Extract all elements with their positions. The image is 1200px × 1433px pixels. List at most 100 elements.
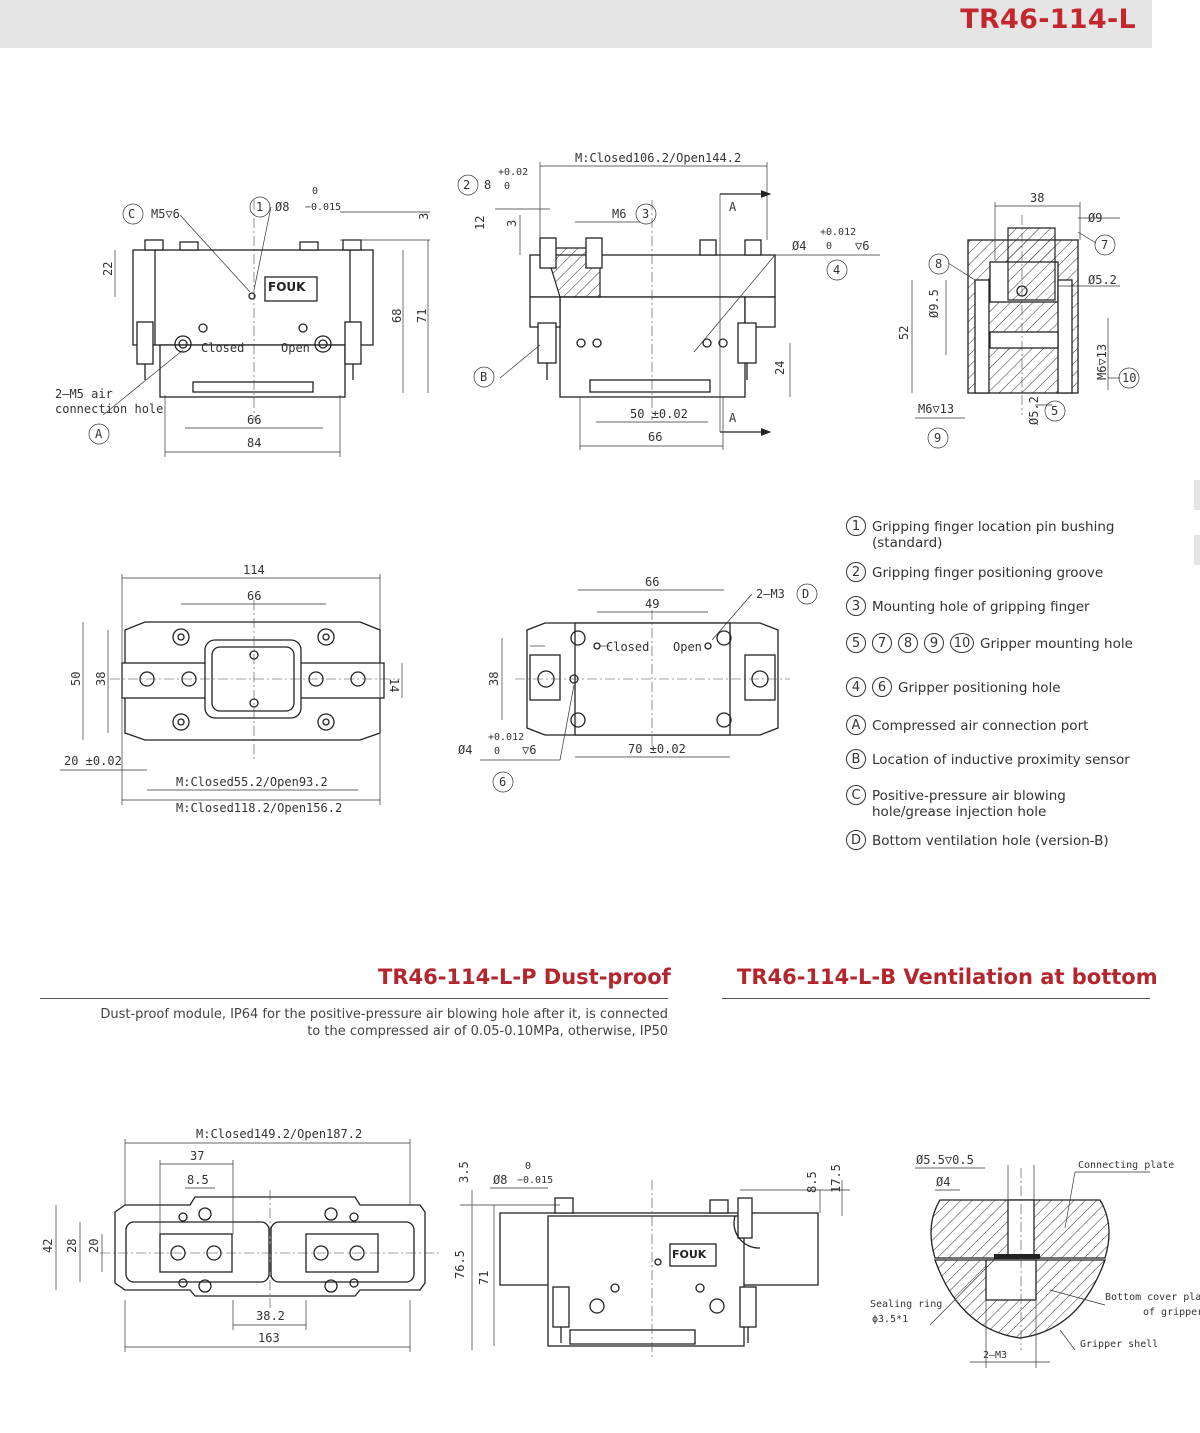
legend-item-a: A Compressed air connection port <box>846 715 1088 735</box>
label-1: 1 <box>256 200 263 214</box>
front-view: FOUK C M5▽6 1 Ø8 0 −0.015 3 22 68 71 66 … <box>55 186 431 457</box>
logo-text-p: FOUK <box>672 1248 707 1261</box>
dim-m6b: M6▽13 <box>918 402 954 416</box>
side-view: M:Closed106.2/Open144.2 2 8 +0.02 0 12 3… <box>457 151 880 450</box>
legend-text: Gripper positioning hole <box>898 680 1061 696</box>
label-shell: Gripper shell <box>1080 1339 1158 1350</box>
dim-2m3: 2—M3 <box>756 587 785 601</box>
legend-mark: 3 <box>846 596 866 616</box>
dim-3: 3 <box>417 213 431 220</box>
dim-38b: 38 <box>487 672 501 686</box>
dim-pin-p-dn: −0.015 <box>517 1175 553 1186</box>
dim-71: 71 <box>415 309 429 323</box>
dim-382: 38.2 <box>256 1309 285 1323</box>
label-c: C <box>128 207 135 221</box>
top-view: 114 66 50 38 14 20 ±0.02 M:Closed55.2/Op… <box>60 563 403 815</box>
dim-d4: Ø4 <box>936 1175 950 1189</box>
legend-mark: 2 <box>846 562 866 582</box>
dim-28: 28 <box>65 1239 79 1253</box>
ventilation-section: Ø5.5▽0.5 Ø4 Connecting plate Sealing rin… <box>870 1153 1200 1368</box>
dim-groove-up: +0.02 <box>498 167 528 178</box>
side-tab <box>1194 535 1200 565</box>
dim-84: 84 <box>247 436 261 450</box>
dim-d95: Ø9.5 <box>927 289 941 318</box>
legend-item-d: D Bottom ventilation hole (version-B) <box>846 830 1109 850</box>
legend-mark: 8 <box>898 633 918 653</box>
legend-mark: D <box>846 830 866 850</box>
dim-49: 49 <box>645 597 659 611</box>
legend-mark: 6 <box>872 677 892 697</box>
side-tab <box>1194 480 1200 510</box>
label-sealing-2: ϕ3.5*1 <box>872 1314 908 1325</box>
label-closed-b: Closed <box>606 640 649 654</box>
legend-item-2: 2 Gripping finger positioning groove <box>846 562 1103 582</box>
label-a-bot: A <box>729 411 737 425</box>
dim-groove: 8 <box>484 178 491 192</box>
legend-mark: 7 <box>872 633 892 653</box>
dim-71f: 71 <box>477 1271 491 1285</box>
label-cover-1: Bottom cover plate <box>1105 1292 1200 1303</box>
dim-66bt: 66 <box>645 575 659 589</box>
dim-14t: 14 <box>387 678 401 692</box>
label-open-b: Open <box>673 640 702 654</box>
legend-text: Location of inductive proximity sensor <box>872 752 1130 768</box>
label-cover-2: of gripper <box>1143 1307 1200 1318</box>
dim-pin: Ø8 <box>275 200 289 214</box>
dim-66b: 66 <box>648 430 662 444</box>
legend-item-3: 3 Mounting hole of gripping finger <box>846 596 1090 616</box>
dim-50: 50 ±0.02 <box>630 407 688 421</box>
dim-d52h: Ø5.2 <box>1088 273 1117 287</box>
label-4: 4 <box>833 263 840 277</box>
dim-ph4-depth: ▽6 <box>855 239 869 253</box>
label-air-2: connection hole <box>55 402 163 416</box>
dim-pin-up: 0 <box>312 186 318 197</box>
dim-ph4b: Ø4 <box>458 743 472 757</box>
dim-d52b: Ø5.2 <box>1027 396 1041 425</box>
dim-groove-dn: 0 <box>504 181 510 192</box>
legend-text: Gripper mounting hole <box>980 636 1133 652</box>
label-7: 7 <box>1101 238 1108 252</box>
bottom-view: 66 49 2—M3 D Closed Open 38 Ø4 +0.012 0 … <box>458 575 818 793</box>
legend-mark: B <box>846 749 866 769</box>
dim-side-top: M:Closed106.2/Open144.2 <box>575 151 741 165</box>
dim-d9: Ø9 <box>1088 211 1102 225</box>
label-connecting-plate: Connecting plate <box>1078 1160 1174 1171</box>
header-bar <box>0 0 1152 48</box>
legend-mark: 1 <box>846 516 866 536</box>
dim-ph4b-depth: ▽6 <box>522 743 536 757</box>
dim-175: 17.5 <box>829 1164 843 1193</box>
dim-20t: 20 ±0.02 <box>64 754 122 768</box>
section-view: 38 Ø9 7 8 Ø5.2 Ø9.5 52 M6▽13 10 M6▽13 5 … <box>897 191 1140 449</box>
logo-text: FOUK <box>268 280 306 294</box>
legend-mark: 4 <box>846 677 866 697</box>
section-divider <box>40 998 668 999</box>
label-d: D <box>802 587 809 601</box>
dim-37: 37 <box>190 1149 204 1163</box>
dim-38s: 38 <box>1030 191 1044 205</box>
legend-text: Bottom ventilation hole (version-B) <box>872 833 1109 849</box>
legend-mark: 5 <box>846 633 866 653</box>
legend-text: Positive-pressure air blowing hole/greas… <box>872 788 1066 820</box>
dim-163: 163 <box>258 1331 280 1345</box>
dim-ph4b-up: +0.012 <box>488 732 524 743</box>
dim-m2: M:Closed118.2/Open156.2 <box>176 801 342 815</box>
legend-item-1: 1 Gripping finger location pin bushing (… <box>846 516 1122 551</box>
legend-text: Mounting hole of gripping finger <box>872 599 1090 615</box>
label-5: 5 <box>1051 404 1058 418</box>
dim-ph4-dn: 0 <box>826 241 832 252</box>
label-closed: Closed <box>201 341 244 355</box>
dim-m6-13: M6▽13 <box>1095 344 1109 380</box>
legend-item-mounting: 5 7 8 9 10 Gripper mounting hole <box>846 633 1133 653</box>
dim-50t: 50 <box>69 672 83 686</box>
label-open: Open <box>281 341 310 355</box>
dim-68: 68 <box>390 309 404 323</box>
section-title-dustproof: TR46-114-L-P Dust-proof <box>378 965 671 989</box>
dim-24: 24 <box>773 361 787 375</box>
dim-3b: 3 <box>505 220 519 227</box>
dim-c-thread: M5▽6 <box>151 207 180 221</box>
dim-52: 52 <box>897 326 911 340</box>
legend-mark: A <box>846 715 866 735</box>
legend-text: Gripping finger positioning groove <box>872 565 1104 581</box>
section-divider <box>722 998 1150 999</box>
